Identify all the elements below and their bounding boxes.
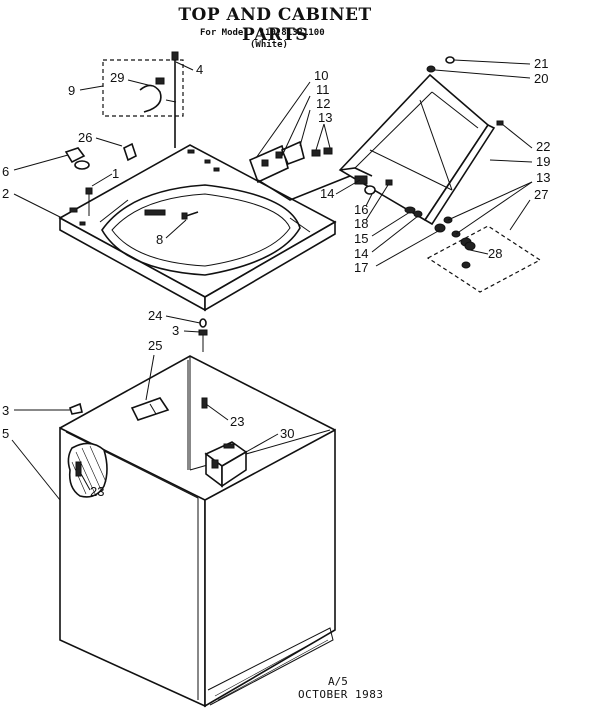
callout-3a: 3 — [172, 323, 179, 338]
callout-14b: 14 — [354, 246, 368, 261]
callout-9: 9 — [68, 83, 75, 98]
cabinet-access-cutout — [67, 442, 108, 498]
callout-2: 2 — [2, 186, 9, 201]
callout-13a: 13 — [318, 110, 332, 125]
callout-18: 18 — [354, 216, 368, 231]
screw-23 — [201, 397, 208, 409]
callout-23b: 23 — [90, 484, 104, 499]
clip-3 — [69, 402, 83, 415]
callout-10: 10 — [314, 68, 328, 83]
callout-11: 11 — [316, 82, 330, 97]
callout-3b: 3 — [2, 403, 9, 418]
callout-1: 1 — [112, 166, 119, 181]
diagram-title: TOP AND CABINET PARTS — [178, 5, 372, 45]
callout-labels: 4 9 29 26 6 1 2 8 10 11 12 13 14 16 18 1… — [2, 56, 550, 499]
callout-23a: 23 — [230, 414, 244, 429]
lid-hinge-assembly — [248, 140, 351, 201]
screws-24-3 — [198, 318, 208, 352]
callout-5: 5 — [2, 426, 9, 441]
callout-25: 25 — [148, 338, 162, 353]
cabinet — [59, 355, 336, 708]
callout-14a: 14 — [320, 186, 334, 201]
top-screw-4 — [171, 51, 179, 148]
callout-24: 24 — [148, 308, 162, 323]
callout-15: 15 — [354, 231, 368, 246]
model-number: For Model: 110.81321100 — [200, 28, 325, 38]
cabinet-top — [58, 144, 337, 312]
callout-28: 28 — [488, 246, 502, 261]
callout-8: 8 — [156, 232, 163, 247]
lid-hinge-hardware — [354, 175, 472, 247]
callout-21: 21 — [534, 56, 548, 71]
callout-29: 29 — [110, 70, 124, 85]
revision-date: OCTOBER 1983 — [298, 688, 384, 701]
callout-27: 27 — [534, 187, 548, 202]
callout-16: 16 — [354, 202, 368, 217]
bracket-25 — [130, 397, 170, 421]
callout-13b: 13 — [536, 170, 550, 185]
callout-12: 12 — [316, 96, 330, 111]
callout-6: 6 — [2, 164, 9, 179]
callout-4: 4 — [196, 62, 203, 77]
top-screw — [181, 211, 199, 220]
lid — [338, 73, 496, 226]
top-clips — [64, 142, 137, 216]
callout-20: 20 — [534, 71, 548, 86]
wiring-harness-box — [102, 59, 184, 117]
page-number: A/5 — [328, 675, 348, 688]
callout-26: 26 — [78, 130, 92, 145]
callout-22: 22 — [536, 139, 550, 154]
callout-17: 17 — [354, 260, 368, 275]
model-color: (White) — [250, 40, 288, 50]
callout-19: 19 — [536, 154, 550, 169]
hinge-parts-box — [426, 225, 542, 293]
callout-30: 30 — [280, 426, 294, 441]
leader-lines — [11, 59, 533, 501]
lid-switch-30 — [204, 441, 248, 488]
